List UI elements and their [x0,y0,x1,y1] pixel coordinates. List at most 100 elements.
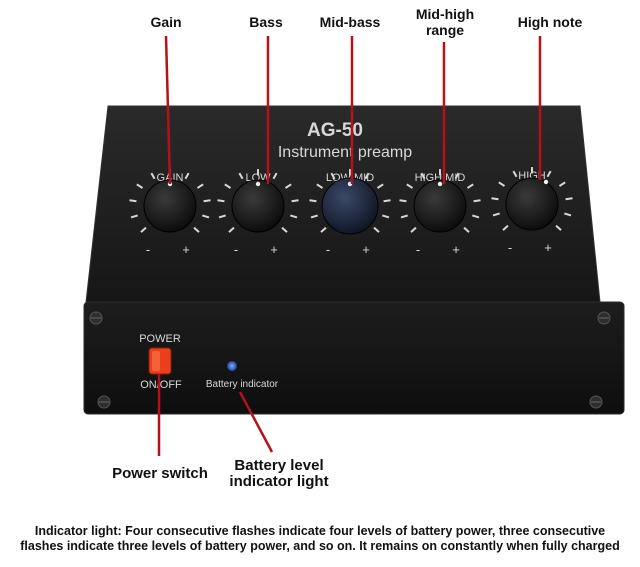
knob-label: HIGH MID [415,172,466,184]
onoff-label: ON/OFF [140,379,182,391]
callout-battery-level: Battery level indicator light [204,458,354,490]
knob-tick [129,199,137,203]
battery-indicator-label: Battery indicator [206,379,279,390]
knob-body[interactable] [321,177,379,235]
knob-tick [463,226,470,233]
knob-tick [196,183,204,189]
callout-mid-high: Mid-high range [400,6,490,38]
knob-tick [320,226,327,233]
knob-tick [330,172,336,180]
battery-pointer [238,391,274,453]
knob-tick [558,181,566,187]
knob-tick [564,212,572,217]
knob-indicator-dot [255,181,261,187]
knob-tick [217,199,225,203]
screw-icon [89,311,103,325]
knob-tick [400,214,408,219]
knob-high-mid[interactable]: HIGH MID - + [399,169,481,257]
knob-tick [281,226,288,233]
knob-tick [502,224,509,231]
knob-tick [555,224,562,231]
knob-tick [498,181,506,187]
screw-icon [97,395,111,409]
knob-tick [472,214,480,219]
knob-tick [193,226,200,233]
knob-tick [376,183,384,189]
knob-low[interactable]: LOW-+ [217,169,299,257]
knob-minus-label: - [146,242,150,257]
knob-tick [454,172,460,180]
knob-tick [291,199,299,203]
battery-led [227,361,237,371]
knob-tick [373,226,380,233]
knob-tick [310,214,318,219]
callout-gain: Gain [150,14,182,30]
screw-icon [597,311,611,325]
knob-tick [203,199,211,203]
knob-minus-label: - [234,242,238,257]
knob-tick [492,212,500,217]
knob-tick [512,170,518,178]
knob-tick [491,197,499,201]
knob-tick [399,199,407,203]
knob-plus-label: + [270,242,278,257]
knob-tick [473,199,481,203]
knob-tick [228,226,235,233]
caption: Indicator light: Four consecutive flashe… [0,524,640,554]
knob-tick [284,183,292,189]
knob-tick [184,172,190,180]
knob-tick [136,183,144,189]
knob-indicator-dot [543,179,549,185]
model-subtitle: Instrument preamp [278,144,412,161]
knob-tick [140,226,147,233]
knob-minus-label: - [508,240,512,255]
callout-mid-high-line2: range [425,22,465,38]
knob-body[interactable] [413,179,467,233]
knob-tick [309,199,317,203]
callout-power-switch: Power switch [112,465,208,482]
callout-battery-line2: indicator light [229,473,329,490]
knob-tick [290,214,298,219]
callout-mid-high-line1: Mid-high [415,6,475,22]
model-name: AG-50 [307,120,363,141]
knob-tick [420,172,426,180]
knob-tick [410,226,417,233]
knob-plus-label: + [362,242,370,257]
screw-icon [589,395,603,409]
knob-indicator-dot [437,181,443,187]
knob-body[interactable] [505,177,559,231]
knob-tick [272,172,278,180]
power-label: POWER [139,333,181,345]
knob-tick [238,172,244,180]
power-switch-highlight [152,351,160,371]
knob-tick [150,172,156,180]
knob-plus-label: + [452,242,460,257]
knob-tick [406,183,414,189]
knob-minus-label: - [416,242,420,257]
callout-high-note: High note [517,14,583,30]
knob-tick [546,170,552,178]
knob-plus-label: + [544,240,552,255]
knob-minus-label: - [326,242,330,257]
knob-tick [565,197,573,201]
knob-tick [218,214,226,219]
callout-mid-bass: Mid-bass [319,14,381,30]
callout-bass: Bass [249,14,283,30]
knob-tick [383,199,391,203]
knob-tick [364,172,370,180]
knob-tick [224,183,232,189]
knob-tick [382,214,390,219]
knob-plus-label: + [182,242,190,257]
knob-body[interactable] [143,179,197,233]
knob-tick [316,183,324,189]
knob-tick [466,183,474,189]
device-front-face [83,301,625,415]
caption-line2: flashes indicate three levels of battery… [20,539,620,553]
knob-tick [202,214,210,219]
knob-low-mid[interactable]: LOW MID-+ [309,169,391,257]
caption-line1: Indicator light: Four consecutive flashe… [34,524,606,538]
knob-tick [130,214,138,219]
knob-body[interactable] [231,179,285,233]
callout-battery-line1: Battery level [234,457,324,474]
